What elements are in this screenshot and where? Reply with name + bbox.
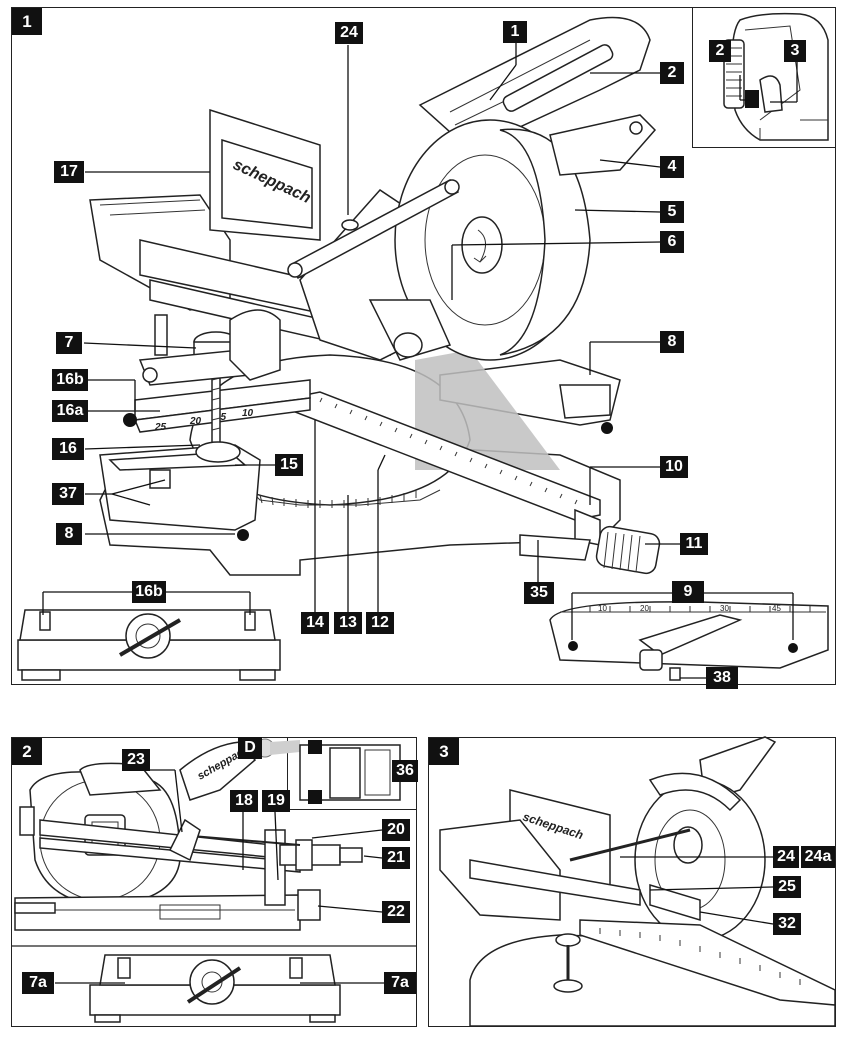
callout-35: 35 xyxy=(524,582,554,604)
inset-scale-tick: 10 xyxy=(598,604,607,613)
callout-23: 23 xyxy=(122,749,150,771)
callout-4: 4 xyxy=(660,156,684,178)
callout-10: 10 xyxy=(660,456,688,478)
bevel-scale-tick: 10 xyxy=(242,408,254,419)
callout-18: 18 xyxy=(230,790,258,812)
base-front-view-drawing xyxy=(17,609,281,681)
callout-36: 36 xyxy=(392,760,418,782)
callout-32: 32 xyxy=(773,913,801,935)
callout-d: D xyxy=(238,737,262,759)
callout-16: 16 xyxy=(52,438,84,460)
callout-7a-right: 7a xyxy=(384,972,416,994)
saw-base-drawing xyxy=(99,350,661,576)
panel-number-2: 2 xyxy=(12,738,42,765)
bevel-scale-tick: 25 xyxy=(154,422,167,433)
inset-handle-drawing xyxy=(723,12,829,141)
callout-17: 17 xyxy=(54,161,84,183)
callout-16a: 16a xyxy=(52,400,88,422)
callout-6: 6 xyxy=(660,231,684,253)
leader-lines-panel-1 xyxy=(42,42,798,679)
panel-2-bottom-drawing xyxy=(89,954,341,1023)
leader-lines-panel-3 xyxy=(620,856,774,925)
bevel-scale-tick: 20 xyxy=(189,416,202,427)
callout-14: 14 xyxy=(301,612,329,634)
callout-37: 37 xyxy=(52,483,84,505)
callout-24-panel-3: 24 xyxy=(773,846,799,868)
callout-24: 24 xyxy=(335,22,363,44)
callout-11: 11 xyxy=(680,533,708,555)
callout-16b-lower: 16b xyxy=(132,581,166,603)
callout-12: 12 xyxy=(366,612,394,634)
bevel-scale-tick: 15 xyxy=(215,412,227,423)
motor-head-drawing: scheppach xyxy=(89,16,657,463)
callout-20: 20 xyxy=(382,819,410,841)
base-rear-view-drawing xyxy=(549,601,829,681)
inset-scale-tick: 45 xyxy=(772,604,781,613)
callout-7: 7 xyxy=(56,332,82,354)
callout-1: 1 xyxy=(503,21,527,43)
callout-25: 25 xyxy=(773,876,801,898)
panel-3-drawing: scheppach xyxy=(439,736,836,1027)
callout-16b: 16b xyxy=(52,369,88,391)
panel-number-3: 3 xyxy=(429,738,459,765)
inset-callout-2: 2 xyxy=(709,40,731,62)
leader-lines-panel-2 xyxy=(55,769,384,984)
panel-2-top-drawing: scheppach xyxy=(14,741,363,931)
callout-21: 21 xyxy=(382,847,410,869)
callout-38: 38 xyxy=(706,667,738,689)
inset-scale-tick: 20 xyxy=(640,604,649,613)
callout-13: 13 xyxy=(334,612,362,634)
callout-22: 22 xyxy=(382,901,410,923)
callout-19: 19 xyxy=(262,790,290,812)
callout-7a-left: 7a xyxy=(22,972,54,994)
callout-9: 9 xyxy=(672,581,704,603)
callout-5: 5 xyxy=(660,201,684,223)
callout-8-left: 8 xyxy=(56,523,82,545)
inset-scale-tick: 30 xyxy=(720,604,729,613)
panel-number-1: 1 xyxy=(12,8,42,35)
inset-callout-3: 3 xyxy=(784,40,806,62)
callout-15: 15 xyxy=(275,454,303,476)
callout-2: 2 xyxy=(660,62,684,84)
callout-8-right: 8 xyxy=(660,331,684,353)
callout-24a: 24a xyxy=(801,846,835,868)
